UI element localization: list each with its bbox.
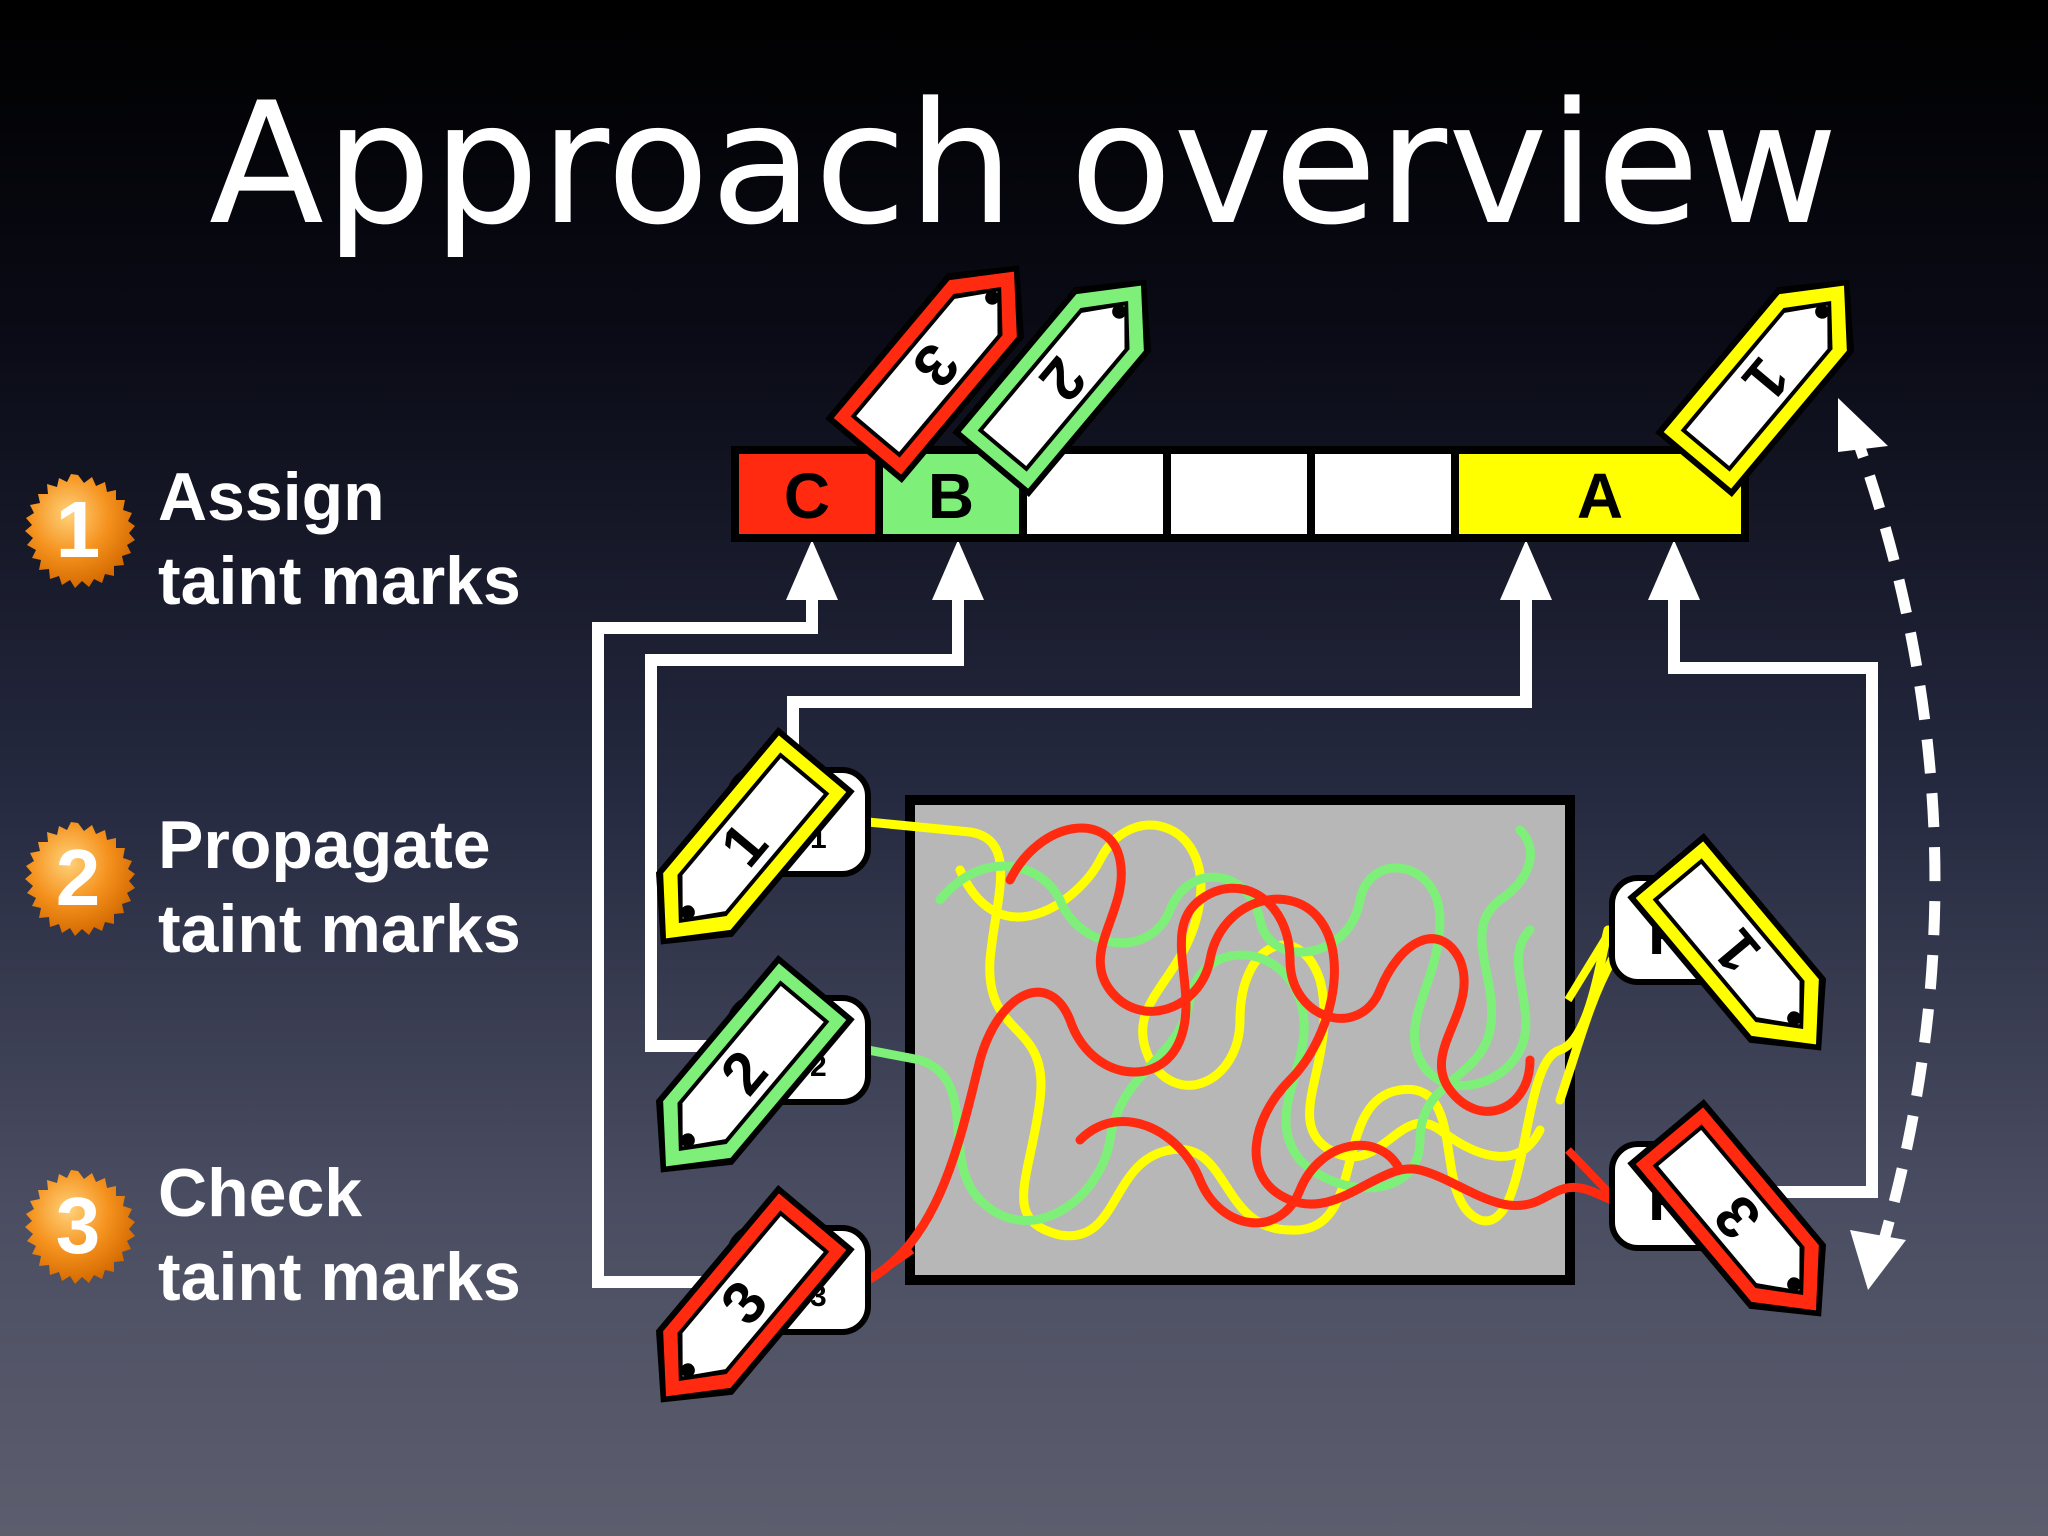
tag-icon: 3	[622, 1184, 855, 1435]
check-arrow	[1838, 398, 1941, 1290]
tag-icon: 3	[1627, 1098, 1860, 1349]
tag-icon: 1	[1627, 832, 1860, 1083]
cell-label-b: B	[928, 460, 974, 532]
cell-label-a: A	[1577, 460, 1623, 532]
connector-lines	[592, 590, 1878, 1288]
tag-icon: 3	[825, 233, 1058, 484]
taint-flows	[863, 817, 1617, 1285]
step-label-line2: taint marks	[158, 891, 521, 967]
tag-icon: 2	[622, 954, 855, 1205]
page-title: Approach overview	[208, 66, 1840, 262]
step-label-line1: Check	[158, 1155, 363, 1231]
cell-label-c: C	[784, 460, 830, 532]
tag-icon: 1	[622, 726, 855, 977]
badge-icon: 3	[25, 1170, 135, 1284]
step-label-line2: taint marks	[158, 1239, 521, 1315]
memory-cell	[731, 446, 883, 542]
step-label-line1: Propagate	[158, 807, 491, 883]
step-check: 3 Check taint marks	[20, 1151, 580, 1315]
step-number: 3	[56, 1181, 101, 1270]
tag-icon: 1	[1655, 247, 1888, 498]
memory-cells: C B A	[731, 446, 1749, 542]
tag-icon: 2	[952, 247, 1185, 498]
step-number: 2	[56, 833, 101, 922]
step-assign: 1 Assign taint marks	[20, 455, 580, 619]
step-label-line2: taint marks	[158, 543, 521, 619]
port-links	[865, 818, 1616, 1284]
badge-icon: 2	[25, 822, 135, 936]
step-label-line1: Assign	[158, 459, 385, 535]
memory-cell	[1307, 446, 1459, 542]
memory-cell	[1163, 446, 1315, 542]
badge-icon: 1	[25, 474, 135, 588]
step-propagate: 2 Propagate taint marks	[20, 803, 580, 967]
step-number: 1	[56, 485, 101, 574]
arrow-icon	[786, 540, 1700, 600]
